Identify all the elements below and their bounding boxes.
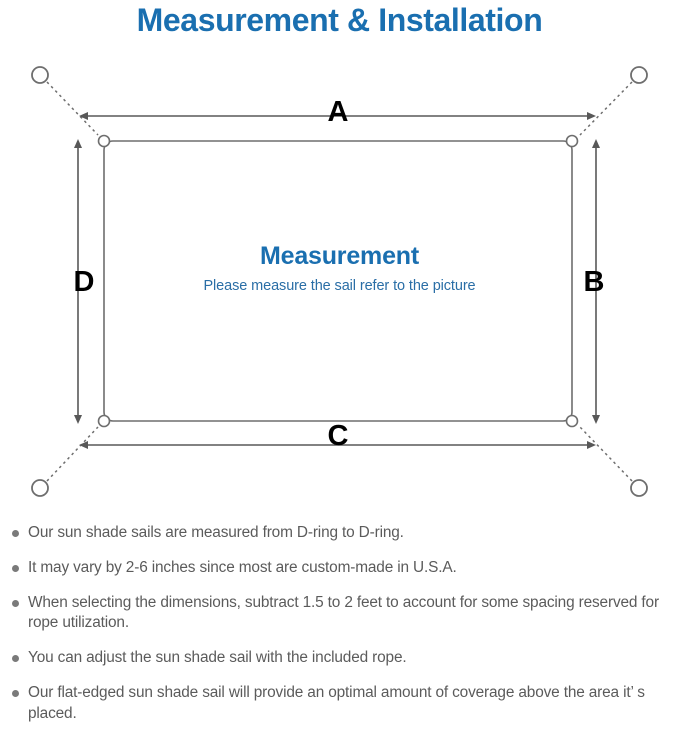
dimension-label-b: B [576, 268, 612, 297]
dimension-label-c: C [318, 422, 358, 451]
d-ring-bottom-right-icon [565, 414, 579, 428]
anchor-points-group [31, 66, 648, 497]
list-item-text: When selecting the dimensions, subtract … [28, 593, 659, 632]
d-rings-group [97, 134, 579, 428]
page-title: Measurement & Installation [136, 2, 543, 38]
sail-measurement-subheading: Please measure the sail refer to the pic… [203, 278, 476, 294]
dimension-label-d: D [66, 268, 102, 297]
sail-measurement-heading: Measurement [260, 242, 419, 270]
list-item-text: Our sun shade sails are measured from D-… [28, 524, 404, 541]
list-item: It may vary by 2-6 inches since most are… [0, 558, 679, 579]
anchor-bottom-right-icon [630, 479, 648, 497]
dimension-label-a: A [318, 98, 358, 127]
rope-lines-group [46, 81, 633, 482]
bullet-icon [12, 564, 19, 572]
list-item-text: Our flat-edged sun shade sail will provi… [28, 683, 645, 722]
list-item-text: It may vary by 2-6 inches since most are… [28, 558, 457, 576]
rope-top-right [579, 81, 633, 136]
list-item: When selecting the dimensions, subtract … [0, 593, 679, 635]
rope-bottom-left [46, 426, 99, 482]
notes-list: Our sun shade sails are measured from D-… [0, 523, 679, 739]
bullet-icon [12, 689, 19, 697]
anchor-top-left-icon [31, 66, 49, 84]
list-item-text: You can adjust the sun shade sail with t… [28, 649, 407, 667]
d-ring-top-right-icon [565, 134, 579, 148]
sail-diagram [31, 66, 648, 497]
list-item: You can adjust the sun shade sail with t… [0, 648, 679, 669]
rope-top-left [46, 81, 99, 136]
bullet-icon [12, 599, 19, 607]
list-item: Our flat-edged sun shade sail will provi… [0, 683, 679, 725]
rope-bottom-right [579, 426, 633, 482]
bullet-icon [12, 655, 19, 663]
anchor-bottom-left-icon [31, 479, 49, 497]
bullet-icon [12, 530, 19, 537]
d-ring-bottom-left-icon [97, 414, 111, 428]
d-ring-top-left-icon [97, 134, 111, 148]
list-item: Our sun shade sails are measured from D-… [0, 523, 679, 544]
anchor-top-right-icon [630, 66, 648, 84]
